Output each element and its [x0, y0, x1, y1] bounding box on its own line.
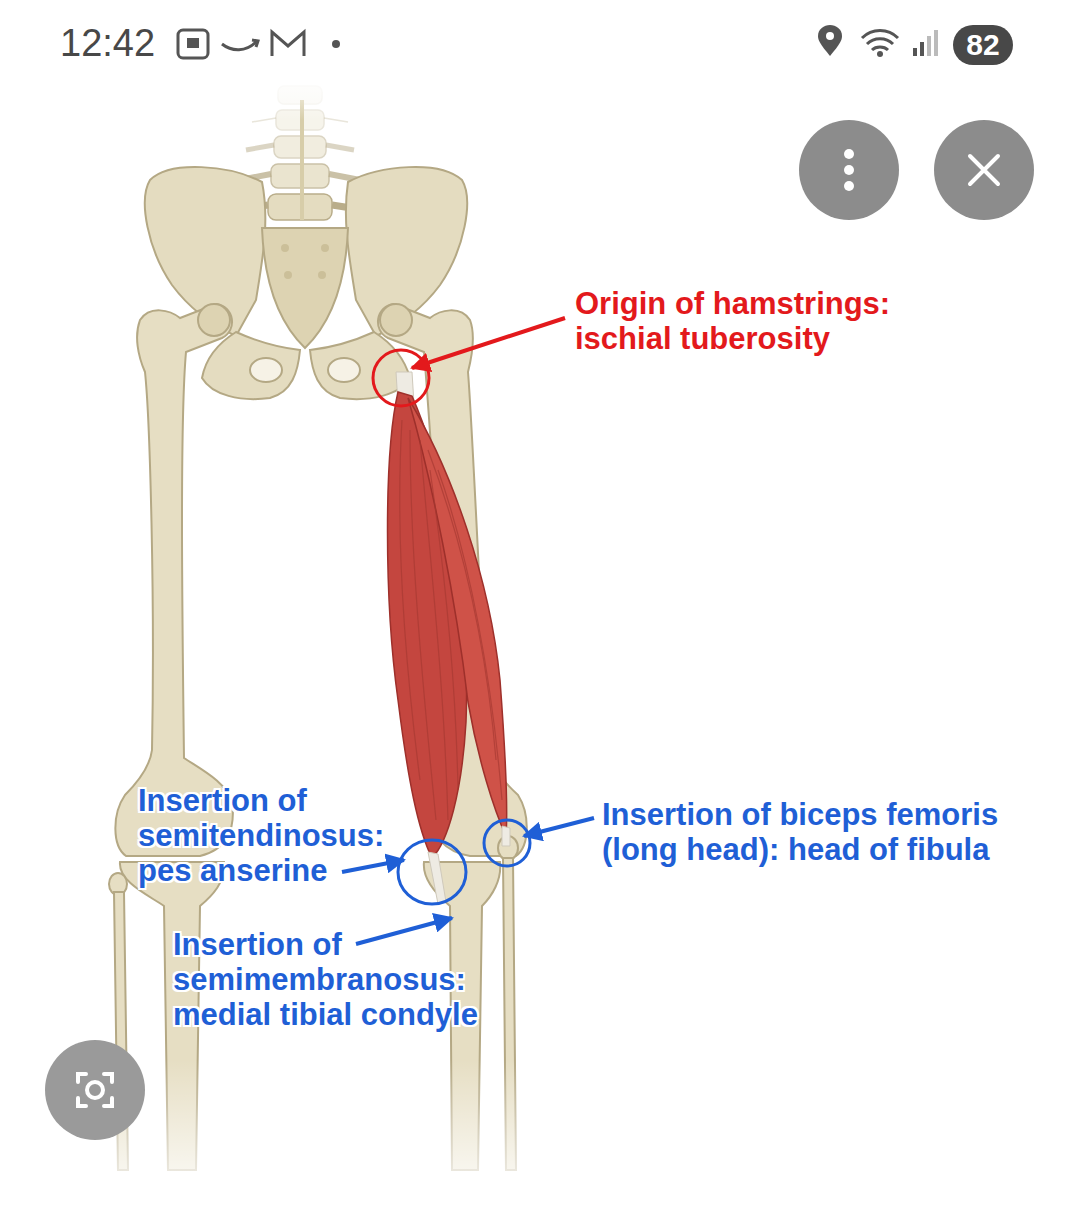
battery-level: 82	[953, 25, 1013, 65]
origin-label: Origin of hamstrings: ischial tuberosity	[575, 286, 920, 356]
status-icons	[178, 25, 938, 58]
leader-arrow	[524, 818, 594, 836]
insertion-label: Insertion of semitendinosus: pes anserin…	[138, 783, 413, 888]
menu-button	[799, 120, 899, 220]
femur	[115, 304, 526, 856]
leader-arrow	[356, 918, 452, 944]
close-button	[934, 120, 1034, 220]
insertion-label: Insertion of biceps femoris (long head):…	[602, 797, 1027, 867]
insertion-circle	[484, 820, 530, 866]
origin-circle	[373, 350, 429, 406]
leader-arrow	[412, 318, 565, 368]
leader-arrow	[342, 860, 404, 872]
status-time: 12:42	[60, 22, 210, 65]
insertion-circle	[398, 840, 466, 904]
lens-button	[45, 1040, 145, 1140]
insertion-label: Insertion of semimembranosus: medial tib…	[173, 927, 503, 1032]
